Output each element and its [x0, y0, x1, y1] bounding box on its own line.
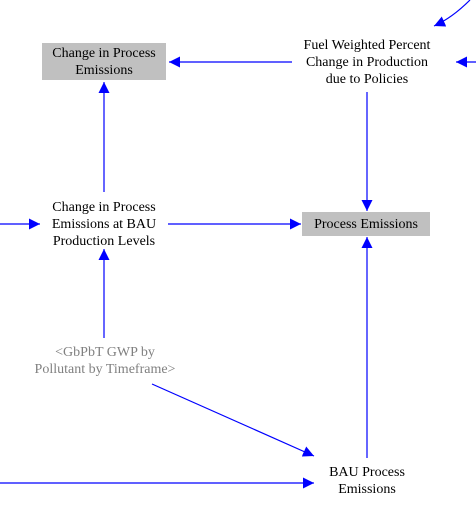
- process-emissions-node[interactable]: Process Emissions: [302, 212, 430, 236]
- gbpbt-gwp-shadow-node[interactable]: <GbPbT GWP by Pollutant by Timeframe>: [34, 345, 176, 377]
- bau-process-emissions-node[interactable]: BAU Process Emissions: [329, 465, 405, 497]
- change-in-process-emissions-node[interactable]: Change in Process Emissions: [42, 43, 166, 80]
- change-in-process-emissions-bau-node[interactable]: Change in Process Emissions at BAU Produ…: [51, 199, 157, 249]
- arrow-incoming-curve-to-fuel: [433, 0, 471, 27]
- arrow-gwp-to-bau-process: [151, 383, 315, 457]
- fuel-weighted-percent-change-node[interactable]: Fuel Weighted Percent Change in Producti…: [303, 37, 431, 87]
